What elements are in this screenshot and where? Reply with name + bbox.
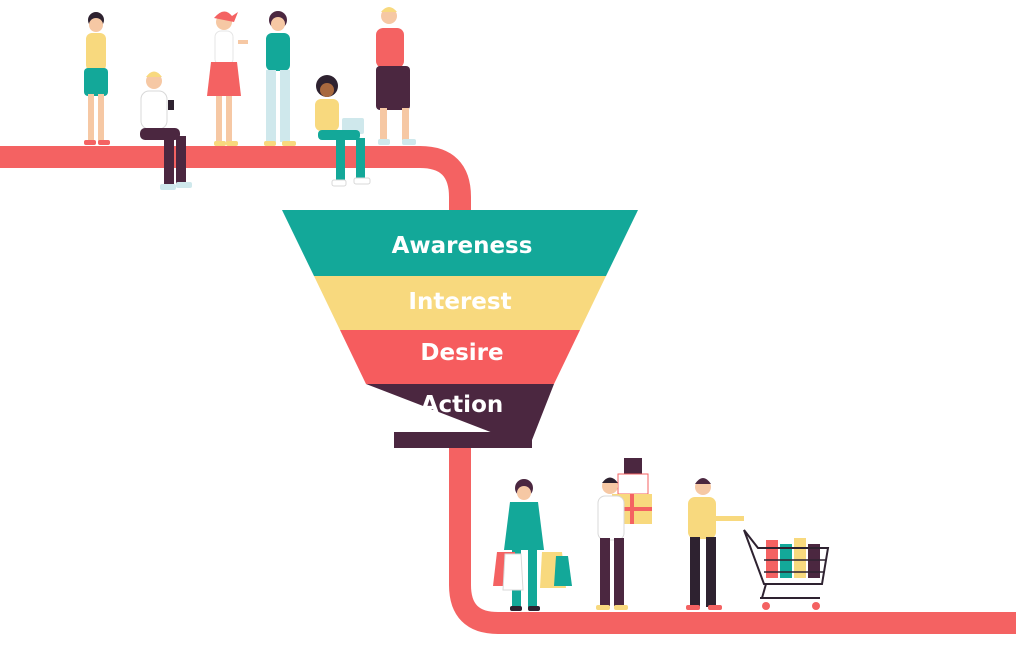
person-carrying-gifts [596, 458, 652, 610]
person-standing-red-skirt [207, 11, 248, 146]
funnel-label-desire: Desire [420, 340, 503, 366]
funnel-stage-interest [314, 276, 606, 330]
funnel: Awareness Interest Desire Action [282, 210, 638, 448]
funnel-stage-awareness [282, 210, 638, 276]
bottom-path [449, 445, 1016, 634]
person-sitting-laptop [315, 75, 371, 187]
funnel-label-interest: Interest [408, 289, 511, 315]
person-sitting-phone [140, 71, 192, 190]
person-pushing-cart [686, 478, 744, 610]
person-standing-teal [84, 12, 110, 145]
funnel-spout [394, 432, 532, 448]
funnel-label-awareness: Awareness [392, 233, 533, 259]
top-path [0, 146, 471, 212]
funnel-stage-desire [340, 330, 580, 384]
person-shopping-bags [493, 479, 572, 611]
funnel-label-action: Action [421, 392, 504, 418]
shopping-cart [743, 529, 830, 610]
person-standing-red-shirt [376, 7, 416, 145]
person-standing-teal-shirt [264, 11, 296, 146]
